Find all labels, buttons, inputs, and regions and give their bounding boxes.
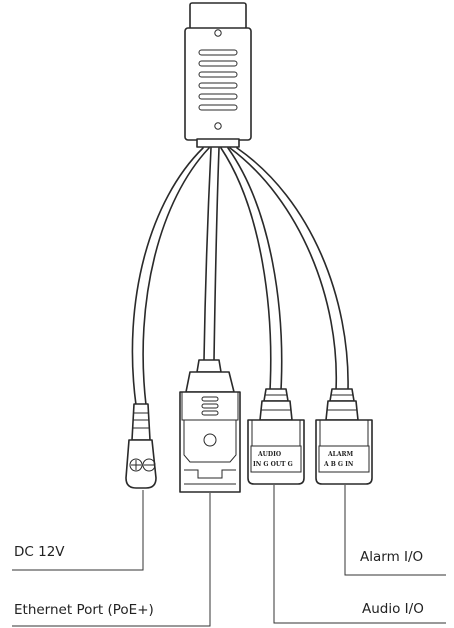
audio-connector-text-2: IN G OUT G bbox=[253, 461, 293, 468]
audio-connector-text-1: AUDIO bbox=[257, 451, 281, 458]
leader-audio bbox=[273, 485, 446, 624]
audio-connector: AUDIO IN G OUT G bbox=[247, 388, 305, 485]
dc-12v-label: DC 12V bbox=[14, 544, 65, 560]
alarm-io-label: Alarm I/O bbox=[360, 549, 424, 565]
audio-io-label: Audio I/O bbox=[362, 601, 424, 617]
alarm-connector-text-2: A B G IN bbox=[323, 461, 354, 468]
alarm-connector-text-1: ALARM bbox=[327, 451, 354, 458]
cable-dc bbox=[131, 147, 210, 406]
leader-lines bbox=[12, 485, 446, 627]
leader-dc bbox=[12, 490, 144, 571]
dc-connector bbox=[125, 403, 157, 489]
cable-ethernet bbox=[203, 147, 220, 361]
ethernet-connector bbox=[179, 359, 241, 493]
cable-alarm bbox=[229, 147, 349, 391]
leader-ethernet bbox=[12, 493, 211, 627]
leader-alarm bbox=[344, 485, 446, 576]
ethernet-port-label: Ethernet Port (PoE+) bbox=[14, 602, 154, 618]
junction-body bbox=[184, 2, 252, 148]
cable-audio bbox=[220, 147, 283, 391]
alarm-connector: ALARM A B G IN bbox=[315, 388, 373, 485]
vent-slots bbox=[198, 49, 238, 111]
